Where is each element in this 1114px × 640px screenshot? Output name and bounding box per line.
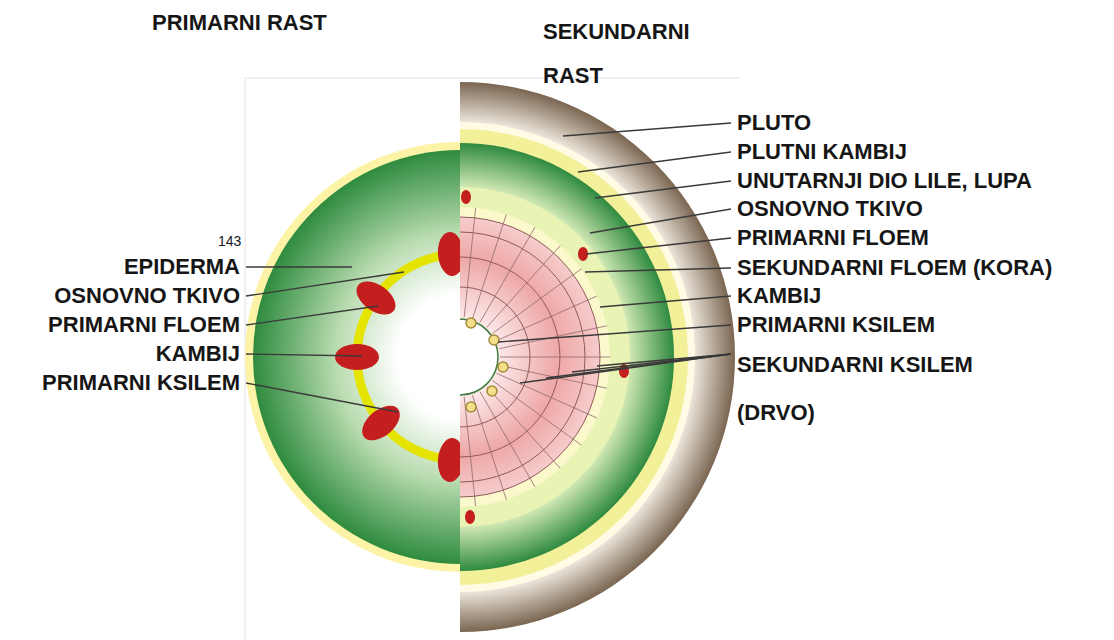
tissue-label: KAMBIJ: [156, 341, 240, 367]
tissue-label: PRIMARNI FLOEM: [737, 225, 929, 251]
wood-ray: [487, 387, 561, 469]
tissue-label: PLUTNI KAMBIJ: [737, 139, 907, 165]
tissue-label: SEKUNDARNI KSILEM (DRVO): [737, 341, 1037, 437]
tissue-label: OSNOVNO TKIVO: [54, 283, 240, 309]
wood-ray: [492, 269, 581, 334]
vascular-bundles: [335, 231, 460, 483]
wood-ray: [499, 326, 607, 349]
wood-ray: [472, 214, 506, 319]
tissue-label: PRIMARNI FLOEM: [48, 312, 240, 338]
primary-xylem-dots: [466, 318, 508, 412]
primary-phloem-dots: [461, 190, 629, 524]
wood-ray: [487, 246, 561, 328]
tissue-label: UNUTARNJI DIO LILE, LUPA: [737, 168, 1032, 194]
wood-ray: [464, 208, 475, 317]
page-number: 143: [218, 232, 241, 250]
wood-ray: [497, 373, 597, 418]
tissue-label: PRIMARNI KSILEM: [737, 312, 935, 338]
section-heading: PRIMARNI RAST: [152, 10, 327, 36]
tissue-label: SEKUNDARNI FLOEM (KORA): [737, 255, 1052, 281]
wood-ray: [500, 357, 610, 358]
page-frame: [245, 78, 740, 640]
tissue-label: PRIMARNI KSILEM: [42, 370, 240, 396]
wood-ray: [472, 395, 506, 500]
primary-stem: [245, 142, 460, 572]
tissue-label: OSNOVNO TKIVO: [737, 196, 923, 222]
tissue-label: KAMBIJ: [737, 283, 821, 309]
wood-ray: [497, 296, 597, 341]
wood-ray: [464, 397, 475, 506]
leader-lines: [246, 123, 731, 412]
section-heading: SEKUNDARNI RAST: [543, 10, 733, 98]
secondary-stem: [460, 82, 735, 632]
tissue-label: EPIDERMA: [124, 254, 240, 280]
tissue-label: PLUTO: [737, 110, 811, 136]
